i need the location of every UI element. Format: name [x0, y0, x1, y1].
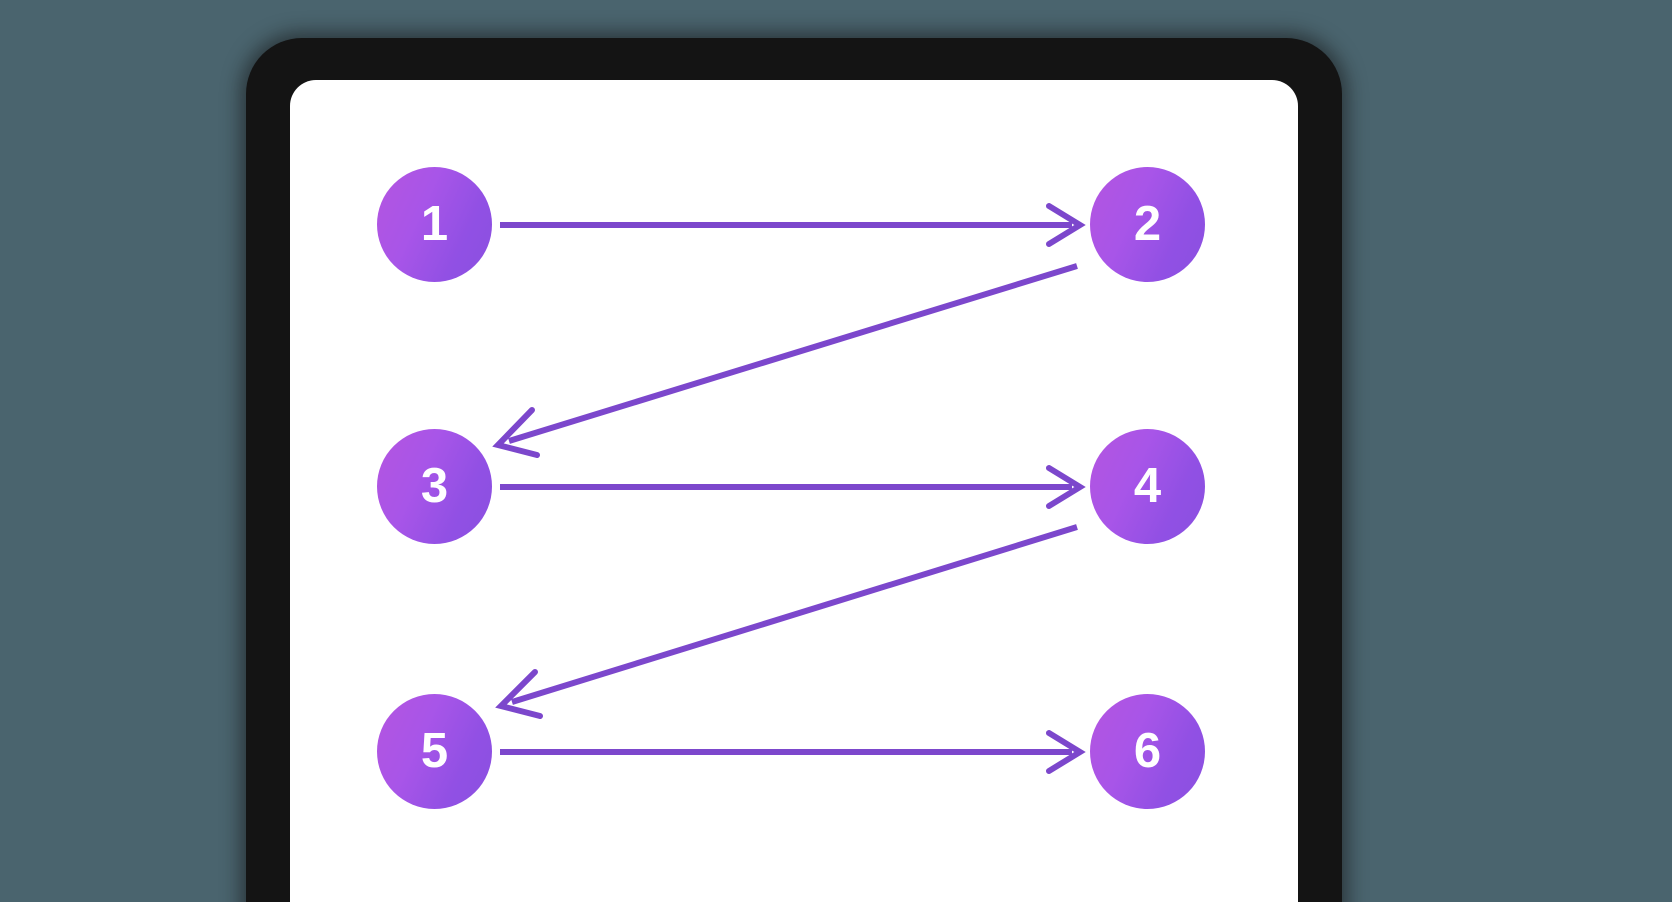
node-1-label: 1: [420, 197, 449, 251]
edge-3-to-4-arrowhead: [1046, 465, 1086, 509]
node-1[interactable]: 1: [377, 167, 492, 282]
node-6[interactable]: 6: [1090, 694, 1205, 809]
node-2-label: 2: [1133, 197, 1162, 251]
node-6-label: 6: [1133, 724, 1162, 778]
node-4-label: 4: [1133, 459, 1162, 513]
edge-4-to-5-line[interactable]: [511, 524, 1078, 705]
edge-4-to-5[interactable]: [495, 524, 1078, 719]
edge-5-to-6[interactable]: [500, 730, 1086, 774]
node-4[interactable]: 4: [1090, 429, 1205, 544]
edge-3-to-4[interactable]: [500, 465, 1086, 509]
node-3-label: 3: [420, 459, 449, 513]
node-5-label: 5: [420, 724, 449, 778]
node-2[interactable]: 2: [1090, 167, 1205, 282]
node-5[interactable]: 5: [377, 694, 492, 809]
edge-1-to-2[interactable]: [500, 203, 1086, 247]
edge-4-to-5-arrowhead: [495, 669, 543, 719]
edge-5-to-6-arrowhead: [1046, 730, 1086, 774]
edge-2-to-3[interactable]: [492, 263, 1078, 458]
edge-1-to-2-arrowhead: [1046, 203, 1086, 247]
edge-2-to-3-arrowhead: [492, 407, 540, 458]
node-3[interactable]: 3: [377, 429, 492, 544]
edge-2-to-3-line[interactable]: [508, 263, 1078, 444]
